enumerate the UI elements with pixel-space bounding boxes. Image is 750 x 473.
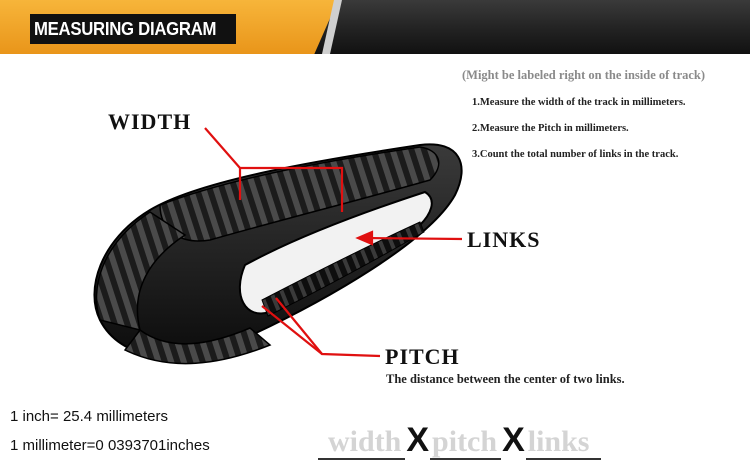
formula-width-field: width — [318, 425, 405, 460]
formula-links-field: links — [526, 425, 602, 460]
times-sign: X — [405, 421, 430, 459]
links-label: LINKS — [467, 227, 540, 253]
times-sign: X — [501, 421, 526, 459]
pitch-label: PITCH — [385, 344, 460, 370]
formula-pitch-field: pitch — [430, 425, 501, 460]
width-label: WIDTH — [108, 109, 191, 135]
pitch-description: The distance between the center of two l… — [386, 372, 625, 387]
inch-conversion: 1 inch= 25.4 millimeters — [10, 408, 168, 425]
millimeter-conversion: 1 millimeter=0 0393701inches — [10, 437, 210, 454]
